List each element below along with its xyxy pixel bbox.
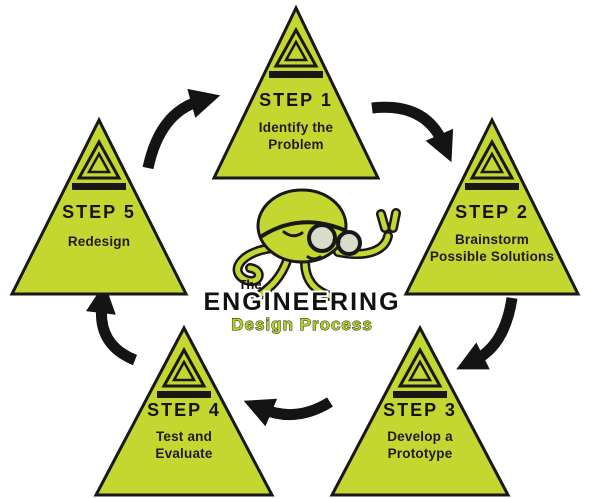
octopus-eye	[282, 230, 304, 238]
arrow-step5-to-step1-icon	[142, 88, 221, 170]
step-2-description-line1: Brainstorm	[455, 232, 529, 247]
octopus-mascot: The ENGINEERING Design Process	[201, 188, 401, 334]
step-3-description-line2: Prototype	[388, 446, 453, 461]
step-1-description-line2: Problem	[268, 137, 323, 152]
triangle-logo-icon	[72, 138, 126, 190]
step-5-label: STEP 5	[62, 202, 136, 222]
step-1-description-line1: Identify the	[259, 120, 334, 135]
goggles-lens-2	[336, 230, 362, 256]
step-4-description-line1: Test and	[156, 429, 212, 444]
mascot-the-label: The	[238, 277, 261, 292]
step-2-triangle	[403, 116, 581, 296]
arrow-step4-to-step5-icon	[86, 283, 138, 366]
octopus-tentacle-left-fill	[235, 245, 275, 284]
step-4-description-line2: Evaluate	[155, 446, 212, 461]
step-4-label: STEP 4	[147, 400, 221, 420]
octopus-tentacle-bottom-left-fill	[253, 255, 291, 301]
goggles-strap	[260, 220, 346, 238]
step-3-triangle	[329, 324, 511, 497]
step-5-triangle	[9, 116, 189, 296]
step-2: STEP 2 Brainstorm Possible Solutions	[403, 116, 581, 296]
arrow-step2-to-step3-icon	[456, 297, 518, 370]
step-3-description-line1: Develop a	[387, 429, 453, 444]
mascot-engineering-label: ENGINEERING	[203, 288, 400, 316]
step-1-triangle	[211, 4, 381, 180]
step-1-label: STEP 1	[259, 90, 333, 110]
octopus-tentacle-bottom-right-fill	[302, 259, 333, 299]
goggles-icon	[307, 223, 337, 253]
octopus-mouth	[306, 255, 322, 261]
step-2-description-line2: Possible Solutions	[430, 249, 554, 264]
goggles-bridge	[332, 238, 341, 244]
triangle-logo-icon	[157, 346, 211, 398]
triangle-logo-icon	[269, 26, 323, 78]
step-3: STEP 3 Develop a Prototype	[329, 324, 511, 497]
triangle-logo-icon	[393, 346, 447, 398]
triangle-logo-icon	[465, 138, 519, 190]
mascot-design-process-label: Design Process	[231, 315, 373, 334]
octopus-hand-fill	[378, 210, 399, 231]
step-4: STEP 4 Test and Evaluate	[93, 324, 275, 497]
arrow-step3-to-step4-icon	[243, 397, 333, 427]
step-5-description-line1: Redesign	[68, 234, 130, 249]
step-4-triangle	[93, 324, 275, 497]
step-2-label: STEP 2	[455, 202, 529, 222]
step-1: STEP 1 Identify the Problem	[211, 4, 381, 180]
step-3-label: STEP 3	[383, 400, 457, 420]
arrow-step1-to-step2-icon	[371, 101, 454, 163]
step-5: STEP 5 Redesign	[9, 116, 189, 296]
